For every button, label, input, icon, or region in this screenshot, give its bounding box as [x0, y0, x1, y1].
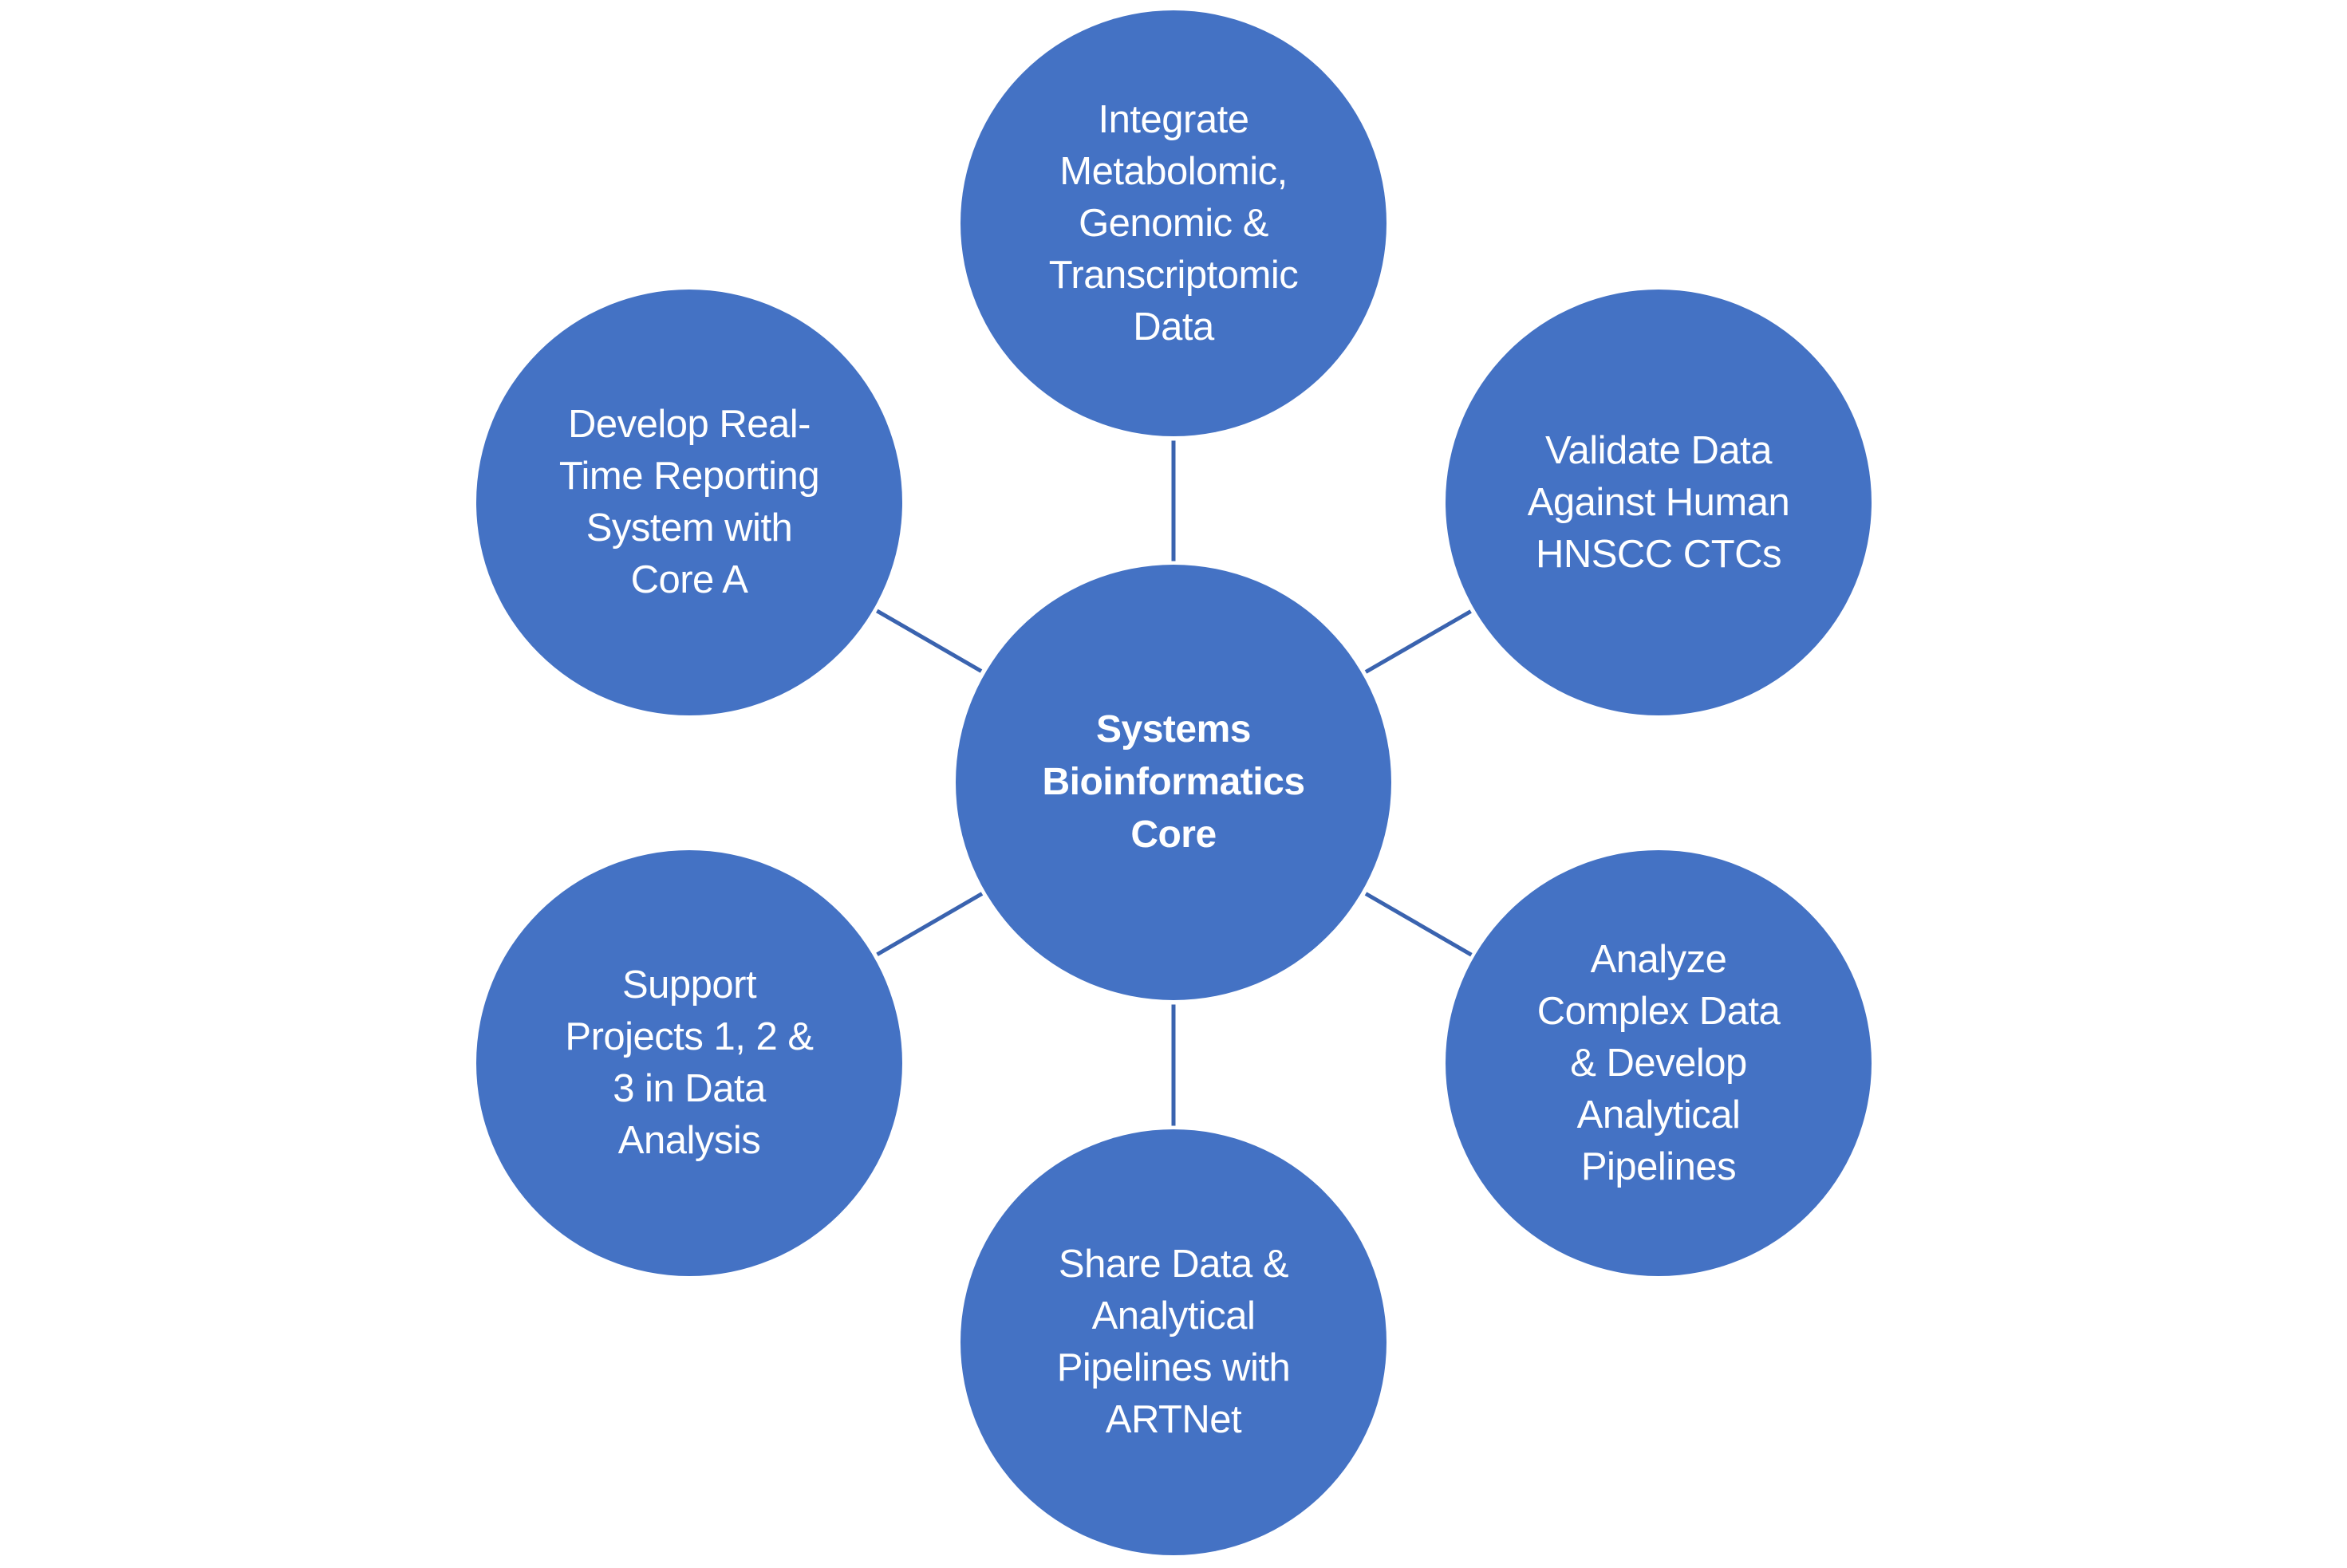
spoke-node-label: Support Projects 1, 2 & 3 in Data Analys…	[565, 963, 814, 1162]
spoke-node-analyze-complex-data[interactable]: Analyze Complex Data & Develop Analytica…	[1446, 850, 1872, 1276]
spoke-node-label: Integrate Metabolomic, Genomic & Transcr…	[1048, 97, 1299, 349]
spoke-node-label: Develop Real- Time Reporting System with…	[558, 403, 820, 601]
spoke-node-validate-data[interactable]: Validate Data Against Human HNSCC CTCs	[1446, 290, 1872, 715]
connector-top	[1171, 440, 1176, 561]
spoke-node-label: Share Data & Analytical Pipelines with A…	[1056, 1243, 1291, 1441]
spoke-node-support-projects[interactable]: Support Projects 1, 2 & 3 in Data Analys…	[476, 850, 902, 1276]
connector-lower-right	[1364, 892, 1472, 956]
spoke-node-real-time-reporting[interactable]: Develop Real- Time Reporting System with…	[476, 290, 902, 715]
spoke-node-integrate-data[interactable]: Integrate Metabolomic, Genomic & Transcr…	[960, 10, 1387, 436]
connector-upper-left	[876, 609, 983, 673]
connector-upper-right	[1364, 609, 1472, 674]
spoke-node-label: Analyze Complex Data & Develop Analytica…	[1536, 937, 1781, 1188]
connector-bottom	[1171, 1004, 1176, 1125]
hub-node-systems-bioinformatics-core[interactable]: Systems Bioinformatics Core	[956, 565, 1391, 1000]
connector-lower-left	[876, 892, 983, 956]
hub-node-label: Systems Bioinformatics Core	[1042, 708, 1305, 856]
spoke-node-share-data-artnet[interactable]: Share Data & Analytical Pipelines with A…	[960, 1129, 1387, 1555]
spoke-node-label: Validate Data Against Human HNSCC CTCs	[1527, 428, 1790, 576]
